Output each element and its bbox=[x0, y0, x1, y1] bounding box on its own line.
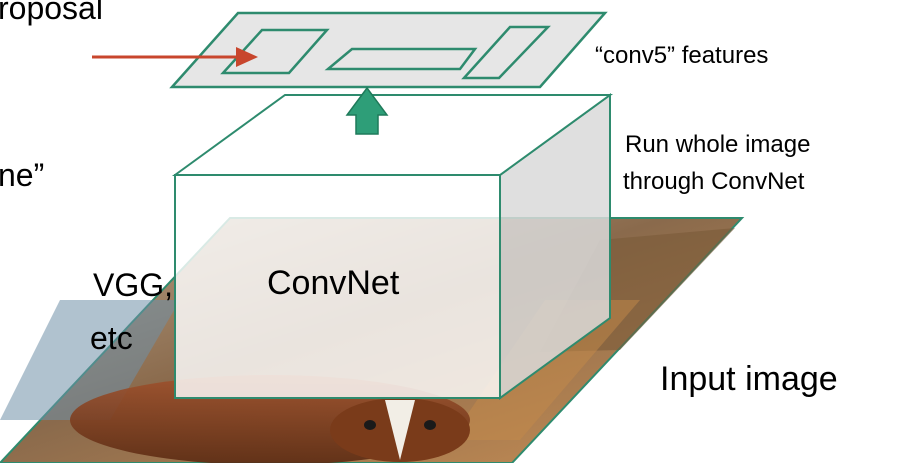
run-note-line1: Run whole image bbox=[625, 131, 811, 158]
feature-map-label: “conv5” features bbox=[595, 42, 769, 69]
input-image-label: Input image bbox=[660, 360, 838, 398]
cut-text-vgg: VGG, bbox=[93, 267, 174, 303]
convnet-box bbox=[171, 93, 614, 400]
convnet-label: ConvNet bbox=[267, 264, 400, 302]
up-arrow-icon bbox=[345, 86, 389, 135]
right-arrow-icon bbox=[92, 47, 258, 67]
cut-text-proposal: roposal bbox=[0, 0, 103, 26]
region-box-3 bbox=[461, 25, 551, 80]
conv5-feature-map bbox=[169, 11, 608, 89]
run-note-line2: through ConvNet bbox=[623, 168, 805, 195]
region-box-2 bbox=[324, 47, 478, 71]
cut-text-backbone: ne” bbox=[0, 157, 45, 193]
cut-text-etc: etc bbox=[90, 320, 133, 356]
